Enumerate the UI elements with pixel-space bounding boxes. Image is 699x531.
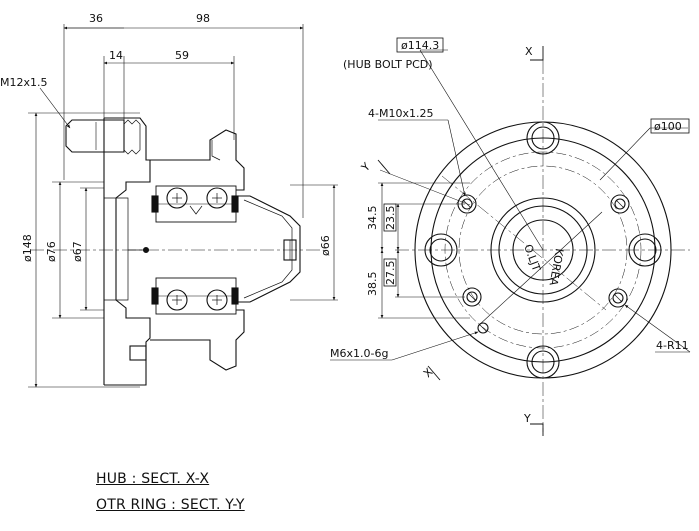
section-y-bottom: Y bbox=[523, 412, 531, 425]
hub-mark-1: O.LJT bbox=[521, 243, 543, 274]
dia-100: ø100 bbox=[654, 120, 682, 133]
front-dimension-labels: ø114.3 (HUB BOLT PCD) 4-M10x1.25 ø100 34… bbox=[330, 39, 689, 425]
side-section-view bbox=[28, 24, 338, 388]
dim-14: 14 bbox=[109, 49, 123, 62]
side-dimension-labels: 98 36 14 59 M12x1.5 ø148 ø76 ø67 ø66 bbox=[0, 12, 332, 262]
tap-label: M6x1.0-6g bbox=[330, 347, 388, 360]
radius-label: 4-R11 bbox=[656, 339, 689, 352]
thread-label: M12x1.5 bbox=[0, 76, 48, 89]
hub-section-caption: HUB : SECT. X-X bbox=[96, 471, 210, 487]
dim-23-5: 23.5 bbox=[384, 206, 397, 231]
dia-67: ø67 bbox=[71, 241, 84, 262]
dia-66: ø66 bbox=[319, 235, 332, 256]
section-y-left: Y bbox=[358, 160, 373, 175]
dim-34-5: 34.5 bbox=[366, 206, 379, 231]
hub-mark-2: KOREA bbox=[546, 247, 565, 287]
dim-27-5: 27.5 bbox=[384, 261, 397, 286]
dim-36: 36 bbox=[89, 12, 103, 25]
section-x-top: X bbox=[525, 45, 533, 58]
dim-98: 98 bbox=[196, 12, 210, 25]
dia-76: ø76 bbox=[45, 241, 58, 262]
bolt-hole-label: 4-M10x1.25 bbox=[368, 107, 433, 120]
ring-section-caption: OTR RING : SECT. Y-Y bbox=[96, 497, 245, 513]
dia-148: ø148 bbox=[21, 234, 34, 262]
pcd-caption: (HUB BOLT PCD) bbox=[343, 58, 433, 71]
dim-59: 59 bbox=[175, 49, 189, 62]
dim-38-5: 38.5 bbox=[366, 272, 379, 297]
front-view bbox=[330, 37, 691, 436]
pcd-value: ø114.3 bbox=[401, 39, 439, 52]
